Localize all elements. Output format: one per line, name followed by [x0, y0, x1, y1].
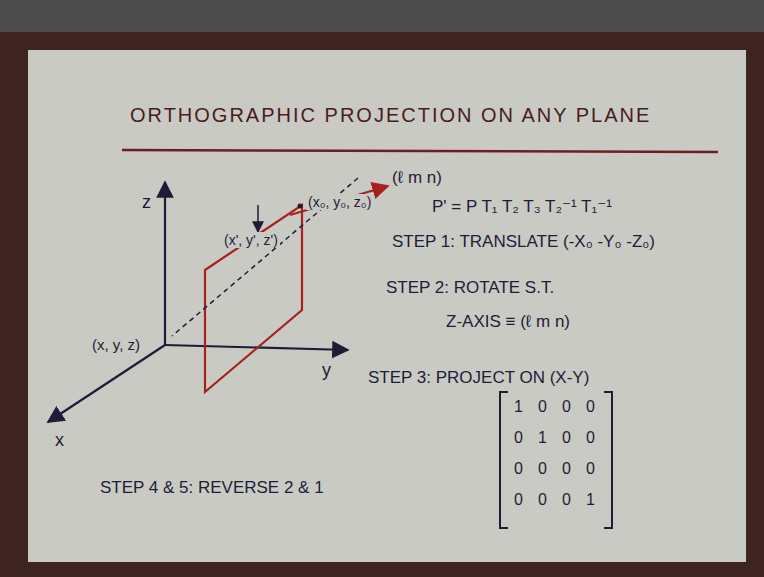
normal-vector — [290, 186, 388, 215]
x-axis — [48, 345, 165, 422]
point-label: (x, y, z) — [92, 336, 140, 353]
matrix-cell: 0 — [562, 398, 571, 416]
matrix-bracket — [500, 392, 508, 528]
point-label: (x₀, y₀, z₀) — [306, 194, 373, 210]
axis-label: x — [55, 430, 64, 451]
step-text: STEP 1: TRANSLATE (-X₀ -Y₀ -Z₀) — [392, 232, 655, 252]
vector-label: (ℓ m n) — [392, 168, 442, 188]
step-text: Z-AXIS ≡ (ℓ m n) — [446, 312, 570, 332]
axis-label: z — [142, 192, 151, 213]
matrix-cell: 0 — [538, 460, 547, 478]
z-axis — [164, 182, 166, 345]
matrix-cell: 0 — [562, 429, 571, 447]
matrix-cell: 1 — [538, 429, 547, 447]
projection-plane — [205, 205, 302, 392]
plane-point — [298, 204, 303, 209]
axis-label: y — [322, 360, 331, 381]
equation: P' = P T₁ T₂ T₃ T₂⁻¹ T₁⁻¹ — [432, 196, 612, 217]
matrix-cell: 0 — [586, 429, 595, 447]
matrix-cell: 0 — [514, 460, 523, 478]
matrix-cell: 0 — [562, 460, 571, 478]
matrix-cell: 0 — [586, 398, 595, 416]
matrix-bracket — [604, 392, 612, 528]
step-text: STEP 4 & 5: REVERSE 2 & 1 — [100, 478, 324, 498]
step-text: STEP 2: ROTATE S.T. — [386, 278, 554, 298]
matrix-cell: 0 — [514, 429, 523, 447]
title-underline — [122, 150, 718, 152]
step-text: STEP 3: PROJECT ON (X-Y) — [368, 368, 589, 388]
matrix-cell: 1 — [586, 491, 595, 509]
title: ORTHOGRAPHIC PROJECTION ON ANY PLANE — [130, 104, 651, 127]
matrix-cell: 0 — [562, 491, 571, 509]
point-label: (x', y', z') — [222, 232, 280, 248]
point-arrow — [257, 205, 259, 232]
matrix-cell: 0 — [586, 460, 595, 478]
matrix-cell: 1 — [514, 398, 523, 416]
matrix-cell: 0 — [538, 398, 547, 416]
matrix-cell: 0 — [538, 491, 547, 509]
matrix-cell: 0 — [514, 491, 523, 509]
